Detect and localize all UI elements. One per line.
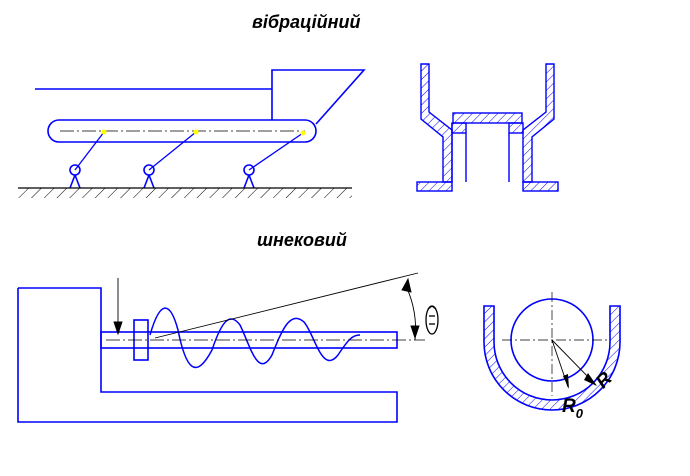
link-2	[148, 131, 197, 171]
trough-bar	[47, 119, 317, 143]
title-vibrational: вібраційний	[252, 12, 361, 32]
joint-1	[101, 129, 107, 135]
screw-helix	[149, 307, 361, 369]
vibratory-conveyor	[35, 69, 366, 189]
screw-cross-section	[483, 292, 621, 411]
angle-arrow-top	[401, 277, 412, 293]
frame	[17, 287, 398, 423]
feed-arrow-head	[113, 321, 123, 336]
support-1	[69, 164, 81, 189]
support-2	[143, 164, 155, 189]
link-1	[74, 131, 105, 171]
label-radius-inner-sub: 0	[576, 406, 584, 421]
rotation-icon	[425, 305, 439, 335]
angle-arrow-bottom	[410, 325, 420, 340]
support-3	[243, 164, 255, 189]
ground	[18, 187, 352, 198]
joint-2	[193, 129, 199, 135]
hopper	[271, 69, 366, 125]
title-screw: шнековий	[257, 230, 347, 250]
joint-3	[300, 130, 306, 136]
label-radius-inner: R0	[562, 396, 584, 421]
angle-dimension	[113, 272, 420, 341]
link-3	[248, 132, 304, 171]
angle-ray	[154, 272, 419, 339]
label-radius-inner-base: R	[562, 396, 576, 417]
screw-conveyor	[17, 287, 398, 423]
trough-cross-section	[416, 63, 559, 192]
